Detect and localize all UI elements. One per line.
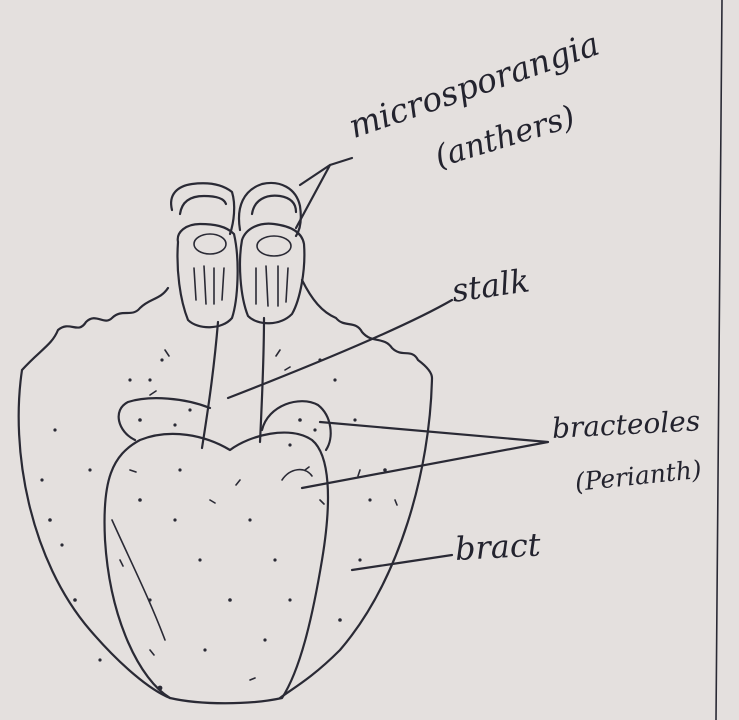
perianth-curl — [282, 470, 312, 480]
perianth-body — [104, 433, 327, 704]
left-anther-striations — [194, 266, 224, 304]
page-margin-line — [716, 0, 722, 720]
right-bracteole — [262, 401, 331, 450]
microsporangia-pointer — [296, 158, 352, 228]
stipple-dots — [40, 358, 386, 690]
right-anther-striations — [256, 266, 288, 306]
stalk-left-edge — [202, 322, 218, 448]
left-anther-pore — [194, 234, 226, 254]
left-anther-lower — [177, 224, 237, 327]
right-anther-pore — [257, 236, 291, 256]
right-anther-lower — [240, 224, 304, 324]
bract-outline — [19, 280, 432, 698]
left-anther-upper — [171, 183, 234, 234]
bract-pointer — [352, 555, 452, 570]
label-bract: bract — [454, 526, 542, 568]
